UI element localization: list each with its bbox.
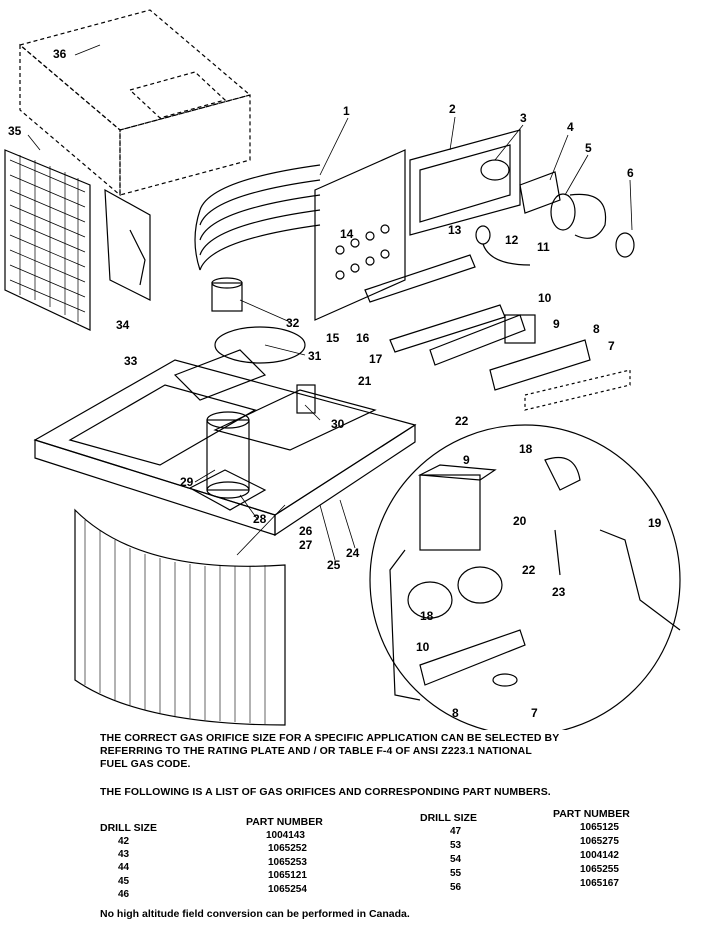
callout-21: 21 [358,374,372,388]
note-line-3: FUEL GAS CODE. [100,758,191,770]
inducer-assembly [409,129,635,266]
compressor [188,411,267,511]
callout-16: 16 [356,331,370,345]
inset-callout-18: 18 [420,609,434,623]
note-line-2: REFERRING TO THE RATING PLATE AND / OR T… [100,745,532,757]
fan-motor [173,277,306,401]
right-drill-1: 47 [450,826,462,837]
callout-25: 25 [327,558,341,572]
callout-5: 5 [585,141,592,155]
callout-6: 6 [627,166,634,180]
parts-exploded-diagram: 1 2 3 4 5 6 7 8 9 10 11 12 13 14 15 16 1… [4,9,681,730]
left-part-1: 1004143 [266,830,305,841]
burner-manifold [364,254,631,411]
callout-13: 13 [448,223,462,237]
note-line-4: THE FOLLOWING IS A LIST OF GAS ORIFICES … [100,786,551,798]
header-drill-size-right: DRILL SIZE [420,812,477,824]
callout-3: 3 [520,111,527,125]
callout-27: 27 [299,538,313,552]
top-cover [18,9,252,197]
heat-exchanger [194,149,406,321]
callout-15: 15 [326,331,340,345]
right-drill-4: 55 [450,868,462,879]
callout-10: 10 [538,291,552,305]
left-drill-5: 46 [118,889,130,900]
callout-1: 1 [343,104,350,118]
callout-19: 19 [648,516,662,530]
left-drill-4: 45 [118,876,130,887]
gas-valve-inset [369,424,681,730]
callout-4: 4 [567,120,574,134]
callout-9: 9 [553,317,560,331]
callout-23: 23 [552,585,566,599]
accumulator [296,384,316,414]
callout-7: 7 [608,339,615,353]
callout-20: 20 [513,514,527,528]
callout-14: 14 [340,227,354,241]
right-part-3: 1004142 [580,850,619,861]
left-drill-2: 43 [118,849,130,860]
callout-36: 36 [53,47,67,61]
header-drill-size-left: DRILL SIZE [100,822,157,834]
right-drill-3: 54 [450,854,462,865]
right-part-2: 1065275 [580,836,619,847]
note-line-1: THE CORRECT GAS ORIFICE SIZE FOR A SPECI… [100,732,560,744]
callout-18: 18 [519,442,533,456]
inset-callout-10: 10 [416,640,430,654]
right-part-4: 1065255 [580,864,619,875]
callout-17: 17 [369,352,383,366]
control-bracket [104,188,151,301]
left-part-2: 1065252 [268,843,307,854]
right-part-1: 1065125 [580,822,619,833]
callout-2: 2 [449,102,456,116]
left-drill-1: 42 [118,836,130,847]
callout-29: 29 [180,475,194,489]
callout-35: 35 [8,124,22,138]
header-part-number-left: PART NUMBER [246,816,323,828]
callout-labels: 1 2 3 4 5 6 7 8 9 10 11 12 13 14 15 16 1… [8,47,662,599]
right-part-5: 1065167 [580,878,619,889]
callout-33: 33 [124,354,138,368]
callout-30: 30 [331,417,345,431]
callout-28: 28 [253,512,267,526]
inset-callout-8: 8 [452,706,459,720]
callout-24: 24 [346,546,360,560]
inset-callout-labels: 9 18 22 10 8 7 [416,453,538,720]
header-part-number-right: PART NUMBER [553,808,630,820]
inset-callout-7: 7 [531,706,538,720]
left-drill-3: 44 [118,862,130,873]
callout-22: 22 [455,414,469,428]
base-pan [33,359,417,537]
callout-12: 12 [505,233,519,247]
callout-31: 31 [308,349,322,363]
condenser-coil [74,508,286,726]
callout-34: 34 [116,318,130,332]
callout-8: 8 [593,322,600,336]
right-drill-5: 56 [450,882,462,893]
inset-callout-9: 9 [463,453,470,467]
left-part-3: 1065253 [268,857,307,868]
side-grille [4,149,91,331]
left-part-4: 1065121 [268,870,307,881]
canada-altitude-note: No high altitude field conversion can be… [100,908,410,920]
inset-callout-22: 22 [522,563,536,577]
callout-26: 26 [299,524,313,538]
callout-32: 32 [286,316,300,330]
callout-11: 11 [537,240,550,254]
left-part-5: 1065254 [268,884,307,895]
right-drill-2: 53 [450,840,462,851]
callout-leaders [27,44,633,561]
